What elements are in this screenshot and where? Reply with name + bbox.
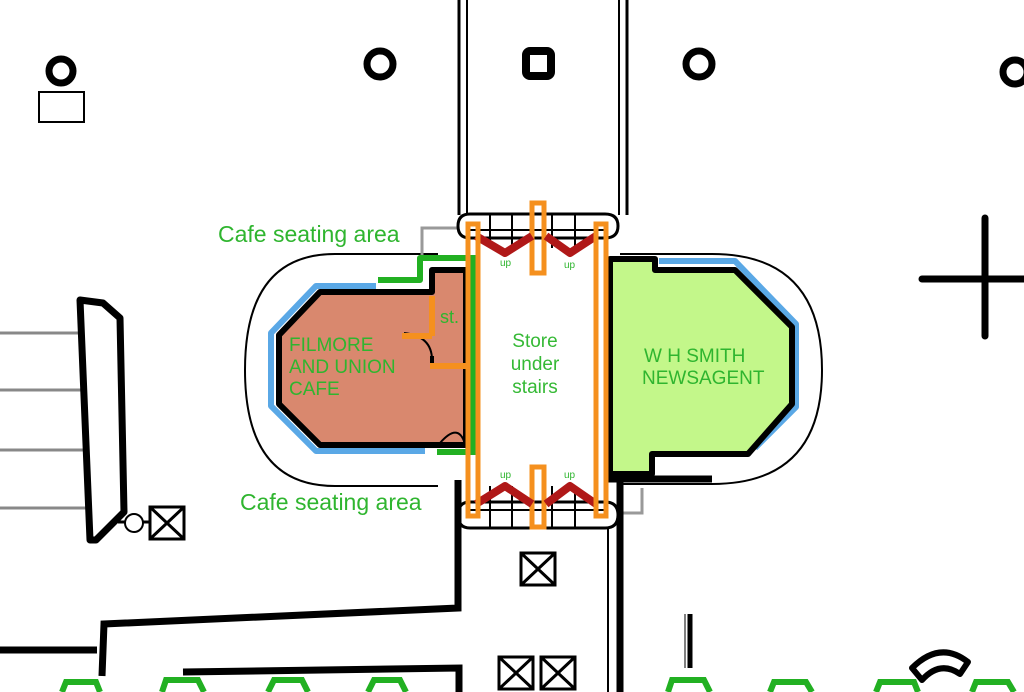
column	[363, 47, 397, 81]
small-box	[38, 91, 85, 123]
cafe-name-line: CAFE	[289, 379, 340, 400]
shop-name-line: W H SMITH	[644, 346, 746, 367]
shop-area	[607, 256, 795, 477]
lift-icon	[539, 655, 577, 691]
column	[522, 47, 555, 80]
island-outline	[243, 253, 438, 487]
up-label: up	[564, 260, 576, 271]
lift-icon	[519, 551, 557, 587]
column	[999, 56, 1024, 88]
column	[682, 47, 716, 81]
arch-symbol	[909, 649, 971, 683]
stairs-abbrev-label: st.	[440, 307, 460, 327]
up-label: up	[500, 258, 512, 269]
lower-walls	[0, 480, 624, 692]
window-glazing	[268, 258, 799, 454]
corridor-walls	[457, 0, 629, 215]
cross-marker	[918, 214, 1024, 340]
cafe-name-line: FILMORE	[289, 335, 374, 356]
planters	[59, 677, 1017, 692]
store-line: Store	[512, 331, 558, 352]
columns	[45, 47, 1024, 88]
cafe-seating-label-bottom: Cafe seating area	[240, 489, 422, 515]
store-label: Store under stairs	[498, 330, 572, 399]
left-steps	[0, 296, 186, 544]
store-line: under	[510, 354, 560, 375]
cafe-name-line: AND UNION	[289, 357, 396, 378]
stairs-top	[456, 200, 620, 276]
lift-icon	[497, 655, 535, 691]
shop-name-label: W H SMITH NEWSAGENT	[642, 346, 764, 390]
column	[45, 55, 77, 87]
cafe-stair-cupboard	[402, 296, 466, 369]
lift-icons	[497, 551, 577, 691]
cafe-seating-label-top: Cafe seating area	[218, 221, 400, 247]
shop-name-line: NEWSAGENT	[642, 368, 765, 389]
stair-side-walls	[465, 221, 609, 519]
store-line: stairs	[512, 377, 558, 398]
up-label: up	[564, 470, 576, 481]
island-outline-right	[620, 253, 824, 485]
cafe-name-label: FILMORE AND UNION CAFE	[289, 335, 396, 401]
up-label: up	[500, 470, 512, 481]
